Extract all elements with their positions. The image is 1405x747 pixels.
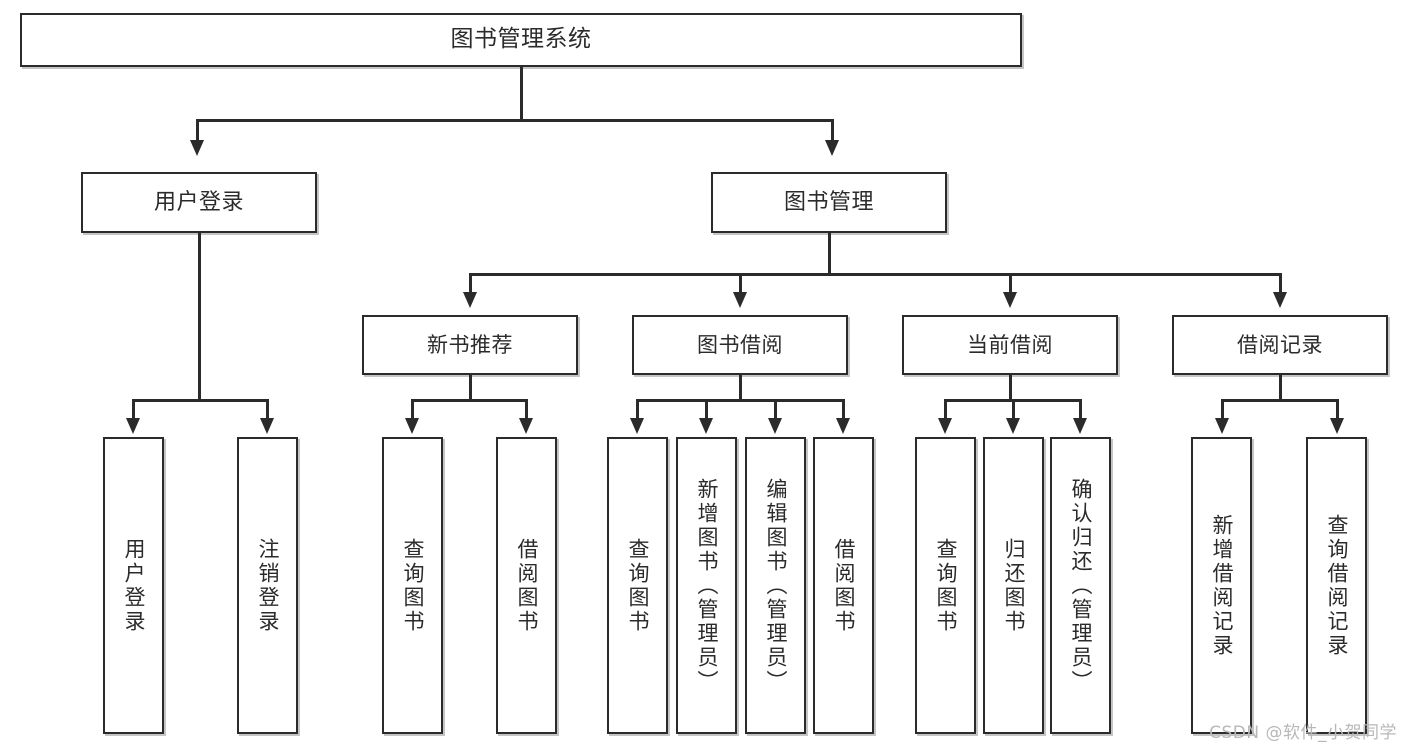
node-book-management[interactable]: 图书管理 bbox=[711, 172, 947, 233]
edge-drop-new-book bbox=[469, 273, 472, 295]
edge-book-borrow-stem bbox=[739, 375, 742, 401]
edge-root-to-book-manage bbox=[831, 119, 834, 144]
edge-borrow-record-drop-1 bbox=[1221, 399, 1224, 421]
arrow-to-book-manage bbox=[825, 140, 839, 156]
edge-level3-bus bbox=[469, 273, 1281, 276]
edge-user-login-stem bbox=[198, 233, 201, 401]
edge-user-login-bus bbox=[132, 399, 268, 402]
edge-user-login-drop-2 bbox=[266, 399, 269, 421]
arrow-to-current-borrow bbox=[1003, 292, 1017, 308]
node-label: 借阅图书 bbox=[832, 537, 856, 634]
node-label: 注销登录 bbox=[256, 537, 280, 634]
edge-current-borrow-drop-3 bbox=[1079, 399, 1082, 421]
edge-current-borrow-drop-1 bbox=[944, 399, 947, 421]
arrow-to-leaf-query-record bbox=[1330, 418, 1344, 434]
node-book-borrow[interactable]: 图书借阅 bbox=[632, 315, 848, 375]
node-user-login[interactable]: 用户登录 bbox=[81, 172, 317, 233]
edge-new-book-stem bbox=[469, 375, 472, 401]
edge-root-bus bbox=[196, 119, 834, 122]
edge-book-borrow-drop-2 bbox=[705, 399, 708, 421]
node-label: 图书借阅 bbox=[697, 332, 783, 357]
node-label: 借阅记录 bbox=[1237, 332, 1323, 357]
arrow-to-new-book-recommend bbox=[463, 292, 477, 308]
arrow-to-leaf-query-book-2 bbox=[630, 418, 644, 434]
leaf-add-book-admin[interactable]: 新增图书（管理员） bbox=[676, 437, 737, 734]
leaf-edit-book-admin[interactable]: 编辑图书（管理员） bbox=[745, 437, 806, 734]
node-label: 新增图书（管理员） bbox=[695, 477, 719, 694]
leaf-query-borrow-record[interactable]: 查询借阅记录 bbox=[1306, 437, 1367, 734]
node-label: 归还图书 bbox=[1002, 537, 1026, 634]
edge-drop-book-borrow bbox=[739, 273, 742, 295]
leaf-user-login[interactable]: 用户登录 bbox=[103, 437, 164, 734]
leaf-borrow-book-recommend[interactable]: 借阅图书 bbox=[496, 437, 557, 734]
node-label: 借阅图书 bbox=[515, 537, 539, 634]
node-label: 查询借阅记录 bbox=[1325, 513, 1349, 658]
node-root-system[interactable]: 图书管理系统 bbox=[20, 13, 1022, 67]
edge-drop-current-borrow bbox=[1009, 273, 1012, 295]
leaf-return-book[interactable]: 归还图书 bbox=[983, 437, 1044, 734]
node-label: 确认归还（管理员） bbox=[1069, 477, 1093, 694]
arrow-to-leaf-logout bbox=[260, 418, 274, 434]
leaf-logout[interactable]: 注销登录 bbox=[237, 437, 298, 734]
arrow-to-leaf-query-book-3 bbox=[938, 418, 952, 434]
node-label: 查询图书 bbox=[401, 537, 425, 634]
arrow-to-leaf-user-login bbox=[126, 418, 140, 434]
arrow-to-leaf-edit-book bbox=[768, 418, 782, 434]
edge-book-borrow-bus bbox=[636, 399, 844, 402]
node-label: 用户登录 bbox=[153, 189, 244, 215]
edge-borrow-record-bus bbox=[1221, 399, 1338, 402]
leaf-confirm-return-admin[interactable]: 确认归还（管理员） bbox=[1050, 437, 1111, 734]
arrow-to-leaf-add-book bbox=[699, 418, 713, 434]
edge-current-borrow-stem bbox=[1009, 375, 1012, 401]
edge-borrow-record-stem bbox=[1279, 375, 1282, 401]
edge-drop-borrow-record bbox=[1279, 273, 1282, 295]
edge-root-stem bbox=[520, 67, 523, 121]
node-label: 用户登录 bbox=[122, 537, 146, 634]
arrow-to-leaf-borrow-book-1 bbox=[519, 418, 533, 434]
node-label: 图书管理 bbox=[783, 189, 874, 215]
arrow-to-leaf-add-record bbox=[1215, 418, 1229, 434]
arrow-to-borrow-record bbox=[1273, 292, 1287, 308]
node-new-book-recommend[interactable]: 新书推荐 bbox=[362, 315, 578, 375]
edge-root-to-user-login bbox=[196, 119, 199, 144]
node-label: 查询图书 bbox=[934, 537, 958, 634]
arrow-to-user-login bbox=[190, 140, 204, 156]
arrow-to-leaf-confirm-return bbox=[1073, 418, 1087, 434]
leaf-borrow-book[interactable]: 借阅图书 bbox=[813, 437, 874, 734]
node-label: 新书推荐 bbox=[427, 332, 513, 357]
leaf-query-book-current[interactable]: 查询图书 bbox=[915, 437, 976, 734]
edge-book-borrow-drop-1 bbox=[636, 399, 639, 421]
arrow-to-book-borrow bbox=[733, 292, 747, 308]
node-label: 新增借阅记录 bbox=[1210, 513, 1234, 658]
node-label: 当前借阅 bbox=[967, 332, 1053, 357]
edge-user-login-drop-1 bbox=[132, 399, 135, 421]
leaf-add-borrow-record[interactable]: 新增借阅记录 bbox=[1191, 437, 1252, 734]
arrow-to-leaf-return-book bbox=[1006, 418, 1020, 434]
leaf-query-book-borrow[interactable]: 查询图书 bbox=[607, 437, 668, 734]
node-current-borrow[interactable]: 当前借阅 bbox=[902, 315, 1118, 375]
edge-new-book-drop-2 bbox=[525, 399, 528, 421]
node-label: 图书管理系统 bbox=[450, 26, 592, 53]
edge-current-borrow-drop-2 bbox=[1012, 399, 1015, 421]
edge-borrow-record-drop-2 bbox=[1336, 399, 1339, 421]
edge-book-borrow-drop-3 bbox=[774, 399, 777, 421]
leaf-query-book-recommend[interactable]: 查询图书 bbox=[382, 437, 443, 734]
edge-book-manage-stem bbox=[828, 233, 831, 275]
edge-book-borrow-drop-4 bbox=[842, 399, 845, 421]
arrow-to-leaf-borrow-book-2 bbox=[836, 418, 850, 434]
node-label: 编辑图书（管理员） bbox=[764, 477, 788, 694]
node-borrow-record[interactable]: 借阅记录 bbox=[1172, 315, 1388, 375]
arrow-to-leaf-query-book-1 bbox=[405, 418, 419, 434]
edge-new-book-bus bbox=[411, 399, 527, 402]
node-label: 查询图书 bbox=[626, 537, 650, 634]
edge-new-book-drop-1 bbox=[411, 399, 414, 421]
